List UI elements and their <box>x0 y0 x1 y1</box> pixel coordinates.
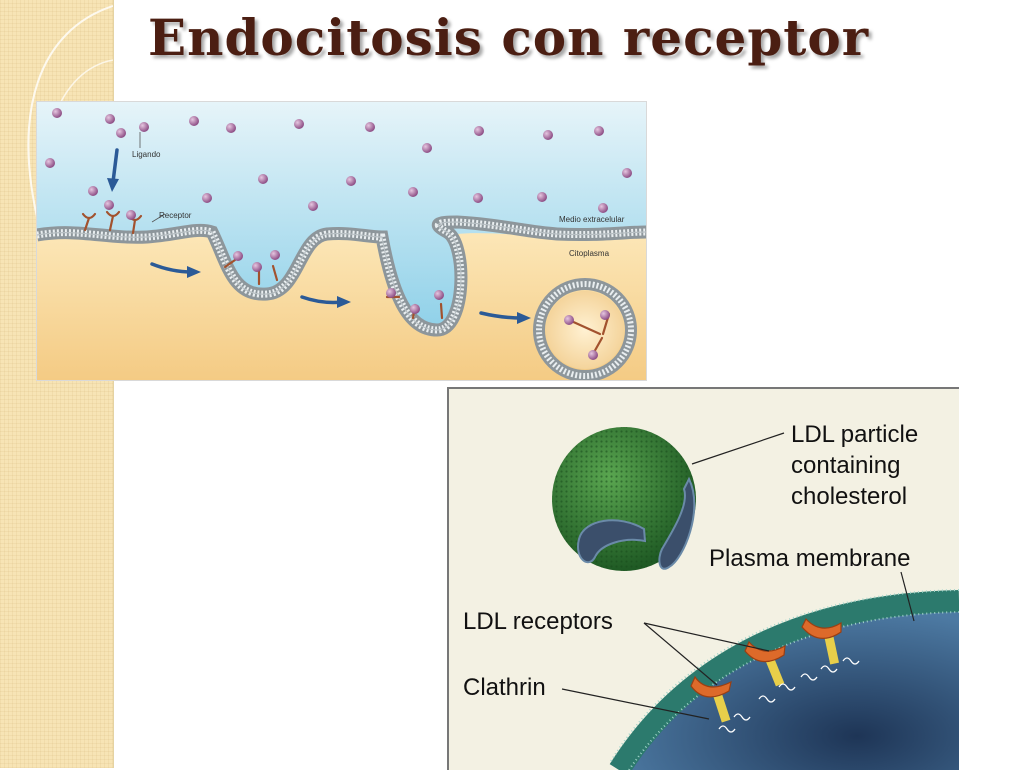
clathrin-coat <box>718 657 860 733</box>
endocytosis-diagram: Ligando Receptor Medio extracelular Cito… <box>36 101 647 381</box>
ldl-receptors-label: LDL receptors <box>463 608 613 635</box>
clathrin-label: Clathrin <box>463 674 546 701</box>
receptor-4 <box>223 258 237 269</box>
receptor-6 <box>271 264 279 282</box>
plasma-membrane-label: Plasma membrane <box>709 545 910 572</box>
ligand-label: Ligando <box>132 150 161 159</box>
cell-membrane <box>37 215 646 337</box>
receptor-1 <box>81 212 97 232</box>
ligand-arrow <box>107 148 119 192</box>
receptor-2 <box>105 210 121 232</box>
ldl-receptors <box>690 617 842 723</box>
cytoplasm-label: Citoplasma <box>569 249 610 258</box>
extracellular-label: Medio extracelular <box>559 215 625 224</box>
process-arrows <box>107 148 531 324</box>
plasma-membrane <box>609 590 959 770</box>
ldl-receptor-diagram: LDL particle containing cholesterol Plas… <box>447 387 959 770</box>
ldl-particle-label-line1: LDL particle <box>791 421 918 448</box>
slide-title: Endocitosis con receptor <box>148 8 870 67</box>
ldl-receptor-1 <box>690 675 732 723</box>
ldl-receptor-3 <box>801 617 842 665</box>
arrow-step-3 <box>479 311 531 324</box>
arrow-step-2 <box>300 295 351 308</box>
ldl-particle-label-line2: containing <box>791 452 900 479</box>
endocytic-vesicle <box>533 278 637 380</box>
ldl-particle <box>552 427 696 571</box>
receptor-10 <box>567 318 602 336</box>
receptor-9 <box>439 302 444 320</box>
cell-interior <box>619 601 959 770</box>
ligand-molecules <box>45 108 632 360</box>
ldl-particle-label-line3: cholesterol <box>791 483 907 510</box>
receptor-label: Receptor <box>159 211 192 220</box>
arrow-step-1 <box>150 262 201 278</box>
